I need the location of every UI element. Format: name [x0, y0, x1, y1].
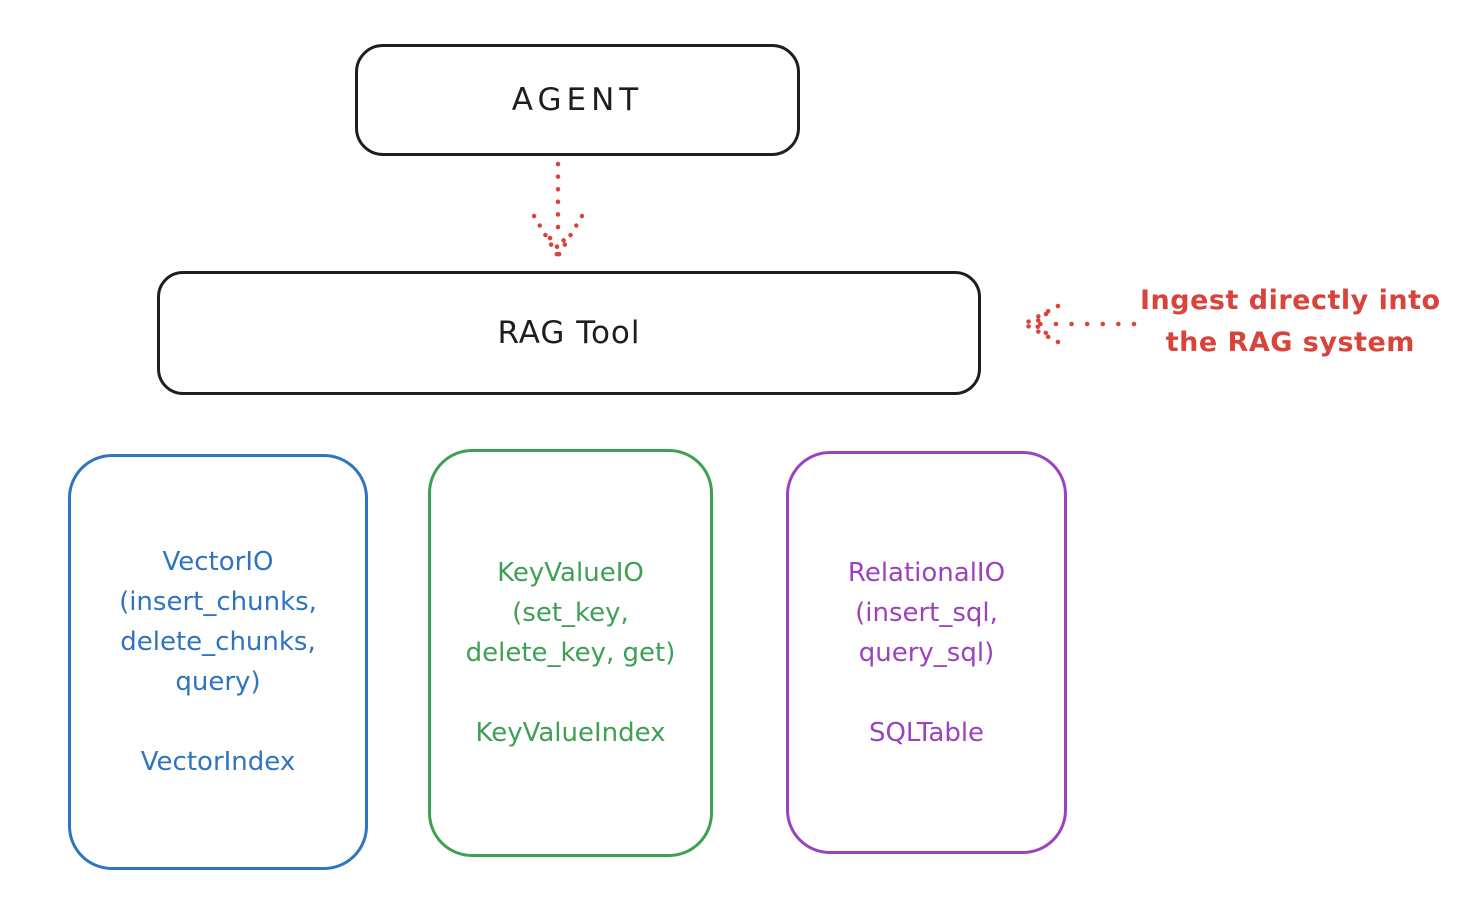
- dotted-arrow-annotation-to-rag-icon: [1021, 303, 1137, 345]
- dotted-arrow-agent-to-rag-icon: [531, 161, 585, 259]
- card-vector-io: VectorIO (insert_chunks, delete_chunks, …: [68, 454, 368, 870]
- annotation-ingest-note: Ingest directly into the RAG system: [1140, 285, 1441, 358]
- node-rag-tool: RAG Tool: [157, 271, 981, 395]
- arrowhead-left-arm: [531, 213, 561, 259]
- rag-tool-label: RAG Tool: [497, 315, 641, 351]
- arrowhead-right-arm: [555, 213, 585, 259]
- sql-table-label: SQLTable: [868, 717, 985, 748]
- keyvalue-index-label: KeyValueIndex: [475, 718, 666, 748]
- node-agent: AGENT: [355, 44, 800, 156]
- vector-index-label: VectorIndex: [140, 747, 296, 777]
- keyvalue-io-title: KeyValueIO (set_key, delete_key, get): [465, 558, 676, 668]
- arrowhead-lower-arm: [1021, 321, 1061, 345]
- relational-io-title: RelationalIO (insert_sql, query_sql): [847, 557, 1006, 668]
- card-keyvalue-io: KeyValueIO (set_key, delete_key, get) Ke…: [428, 449, 713, 857]
- arrowhead-upper-arm: [1021, 303, 1061, 327]
- vector-io-title: VectorIO (insert_chunks, delete_chunks, …: [119, 547, 317, 697]
- arrowhead-inner-dots: [547, 234, 569, 252]
- agent-label: AGENT: [511, 82, 644, 118]
- card-relational-io: RelationalIO (insert_sql, query_sql) SQL…: [786, 451, 1067, 854]
